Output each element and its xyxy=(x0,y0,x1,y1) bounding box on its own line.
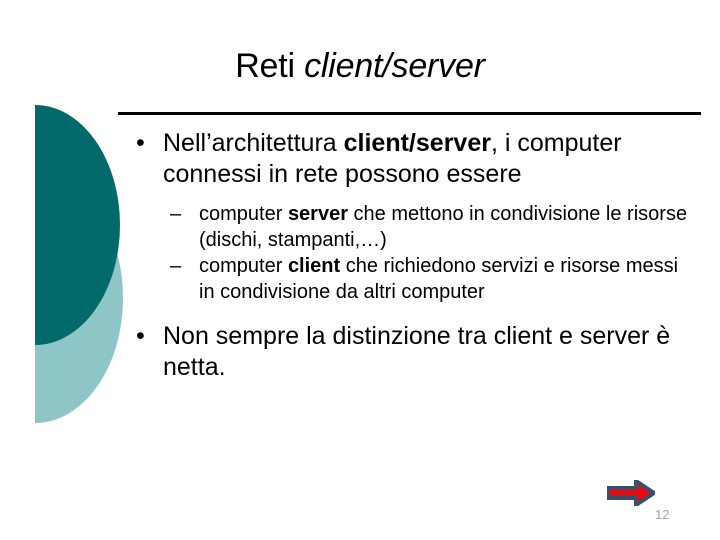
emphasis-run: client xyxy=(287,255,341,277)
bullet-text: Nell’architettura client/server, i compu… xyxy=(163,129,622,188)
text-run: che richiedono servizi e risorse messi i… xyxy=(199,255,679,303)
sub-bullet-item: – computer server che mettono in condivi… xyxy=(128,201,688,253)
page-number: 12 xyxy=(655,507,670,522)
teal-overlap-shape xyxy=(35,173,123,423)
light-teal-ellipse-shape xyxy=(35,173,123,423)
sub-bullet-marker: – xyxy=(170,255,182,277)
sub-bullet-marker: – xyxy=(170,203,182,225)
emphasis-run: server xyxy=(287,203,348,225)
slide-body: • Nell’architettura client/server, i com… xyxy=(128,128,688,389)
text-run: Nell’architettura xyxy=(163,129,344,157)
bullet-item: • Non sempre la distinzione tra client e… xyxy=(128,321,688,383)
bullet-item: • Nell’architettura client/server, i com… xyxy=(128,128,688,190)
text-run: , i computer connessi in rete possono es… xyxy=(163,129,622,188)
bullet-marker: • xyxy=(136,129,145,157)
title-divider xyxy=(118,112,701,115)
text-run: Non sempre la distinzione tra client e s… xyxy=(163,322,671,381)
sub-bullet-item: – computer client che richiedono servizi… xyxy=(128,253,688,305)
bullet-text: Non sempre la distinzione tra client e s… xyxy=(163,322,670,381)
sub-bullet-group: – computer server che mettono in condivi… xyxy=(128,201,688,305)
text-run: computer xyxy=(199,255,288,277)
slide-title-italic: client/server xyxy=(304,47,485,85)
slide-title: Reti client/server xyxy=(0,46,720,86)
slide-title-plain: Reti xyxy=(235,47,305,85)
text-run: che mettono in condivisione le risorse (… xyxy=(199,203,688,251)
sub-bullet-text: computer client che richiedono servizi e… xyxy=(199,255,678,303)
dark-teal-ellipse-shape xyxy=(35,105,120,345)
right-arrow-icon[interactable] xyxy=(607,480,655,506)
bullet-marker: • xyxy=(136,322,145,350)
right-arrow-shape xyxy=(607,480,655,506)
emphasis-run: client/server xyxy=(343,129,491,157)
text-run: computer xyxy=(199,203,288,225)
sub-bullet-text: computer server che mettono in condivisi… xyxy=(199,203,687,251)
body-spacer xyxy=(128,305,688,321)
